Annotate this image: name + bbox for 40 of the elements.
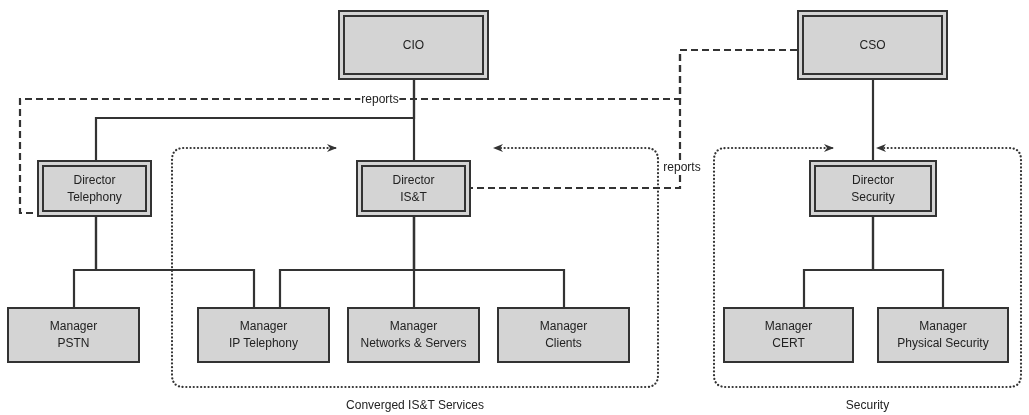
node-text: IS&T bbox=[400, 188, 427, 206]
double-border-box bbox=[797, 10, 948, 80]
node-text: Director bbox=[392, 171, 435, 189]
node-text: Manager bbox=[239, 318, 288, 335]
double-border-box bbox=[37, 160, 152, 217]
node-text: Manager bbox=[919, 318, 967, 335]
connector-line bbox=[871, 80, 875, 160]
node-text: Telephony bbox=[67, 188, 122, 206]
node-text: IP Telephony bbox=[229, 335, 298, 352]
node-text: Security bbox=[844, 398, 891, 412]
process-box bbox=[723, 307, 854, 363]
edge-label: reports bbox=[360, 92, 400, 106]
node-text: Clients bbox=[545, 335, 582, 352]
process-box bbox=[347, 307, 480, 363]
connector-line bbox=[412, 80, 416, 160]
node-text: Converged IS&T Services bbox=[345, 398, 485, 412]
double-border-box bbox=[338, 10, 489, 80]
node-text: CIO bbox=[402, 36, 425, 54]
node-text: Security bbox=[851, 188, 895, 206]
node-text: Director bbox=[73, 171, 116, 189]
double-border-box bbox=[809, 160, 937, 217]
node-text: CERT bbox=[772, 335, 805, 352]
edge-label: reports bbox=[662, 160, 702, 174]
node-text: Manager bbox=[539, 318, 588, 335]
node-text: Manager bbox=[389, 318, 438, 335]
node-text: Physical Security bbox=[897, 335, 989, 352]
process-box bbox=[197, 307, 330, 363]
connector-line bbox=[94, 217, 256, 307]
process-box bbox=[497, 307, 630, 363]
node-text: Manager bbox=[49, 318, 98, 335]
process-box bbox=[877, 307, 1009, 363]
node-text: PSTN bbox=[57, 335, 90, 352]
node-text: Director bbox=[852, 171, 894, 189]
connector-line bbox=[412, 217, 566, 307]
node-text: CSO bbox=[859, 36, 886, 54]
process-box bbox=[7, 307, 140, 363]
node-text: Networks & Servers bbox=[360, 335, 467, 352]
double-border-box bbox=[356, 160, 471, 217]
node-text: Manager bbox=[764, 318, 813, 335]
connector-line bbox=[871, 217, 945, 307]
